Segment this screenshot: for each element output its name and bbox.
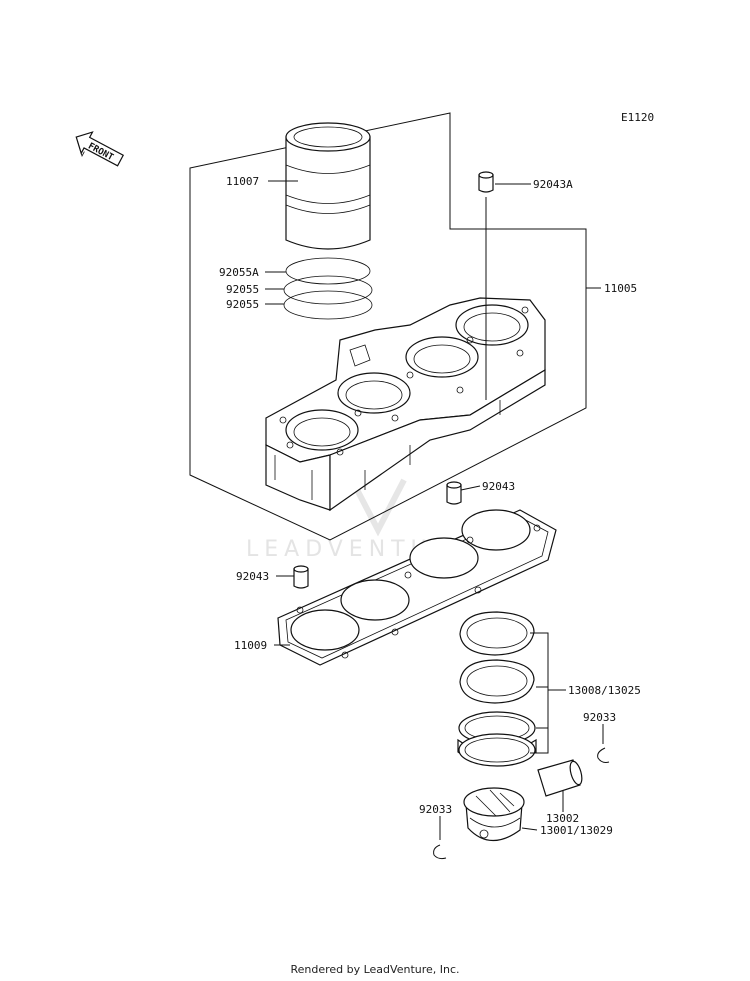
label-92055a: 92055A	[219, 266, 259, 279]
label-13001: 13001/13029	[540, 824, 613, 837]
label-92055-b: 92055	[226, 298, 259, 311]
label-11005: 11005	[604, 282, 637, 295]
circlip-92033-left	[433, 844, 447, 860]
bracket-13008	[530, 632, 549, 754]
o-rings-92055	[283, 257, 373, 320]
label-11009: 11009	[234, 639, 267, 652]
dowel-pin-92043-upper	[446, 481, 462, 505]
footer-credit: Rendered by LeadVenture, Inc.	[290, 963, 460, 976]
label-92043-upper: 92043	[482, 480, 515, 493]
label-13002: 13002	[546, 812, 579, 825]
label-92033-left: 92033	[419, 803, 452, 816]
cylinder-liner-11007	[285, 122, 371, 250]
label-92043a: 92043A	[533, 178, 573, 191]
cylinder-block-11005	[265, 297, 546, 512]
cylinder-gasket-11009	[277, 509, 557, 666]
circlip-92033-right	[597, 747, 610, 763]
front-arrow-icon: FRONT	[75, 131, 125, 167]
dowel-pin-92043-lower	[293, 565, 309, 589]
piston-pin-13002	[537, 759, 583, 797]
leader-lines	[265, 180, 604, 840]
piston-rings-13008	[457, 611, 537, 767]
label-11007: 11007	[226, 175, 259, 188]
piston-13001	[463, 787, 525, 842]
label-13008: 13008/13025	[568, 684, 641, 697]
dowel-pin-92043a	[478, 171, 494, 193]
label-92043-lower: 92043	[236, 570, 269, 583]
label-92033-right: 92033	[583, 711, 616, 724]
diagram-code: E1120	[621, 111, 654, 124]
assembly-outline	[189, 112, 587, 541]
label-92055-a: 92055	[226, 283, 259, 296]
